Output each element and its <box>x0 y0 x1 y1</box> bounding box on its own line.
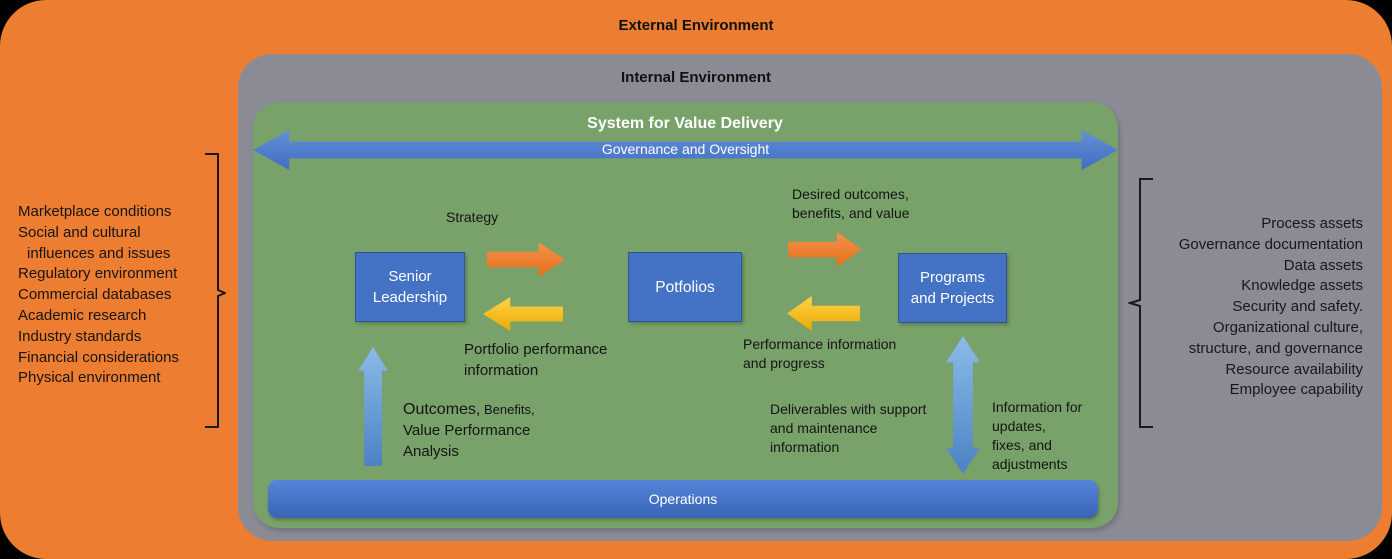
label-line: and progress <box>743 355 825 371</box>
programs-projects-node: Programs and Projects <box>898 253 1007 323</box>
list-item: Commercial databases <box>18 286 172 304</box>
label-line: updates, <box>992 418 1046 434</box>
label-line: information <box>770 439 840 455</box>
strategy-label: Strategy <box>446 209 499 225</box>
list-item: Knowledge assets <box>1241 277 1363 295</box>
list-item: structure, and governance <box>1188 339 1363 357</box>
list-item: Financial considerations <box>18 348 179 366</box>
node-label: Senior <box>388 268 432 285</box>
label-line: Deliverables with support <box>770 401 927 417</box>
operations-label: Operations <box>648 491 718 507</box>
list-item: Process assets <box>1261 215 1363 232</box>
outcomes-analysis-label: Outcomes, Benefits, Value Performance An… <box>403 399 535 462</box>
list-item: influences and issues <box>27 244 171 262</box>
list-item: Academic research <box>18 306 147 324</box>
label-line: Outcomes, Benefits, <box>403 399 535 420</box>
portfolio-performance-label: Portfolio performance information <box>464 339 607 381</box>
left-bracket-icon <box>205 153 226 428</box>
system-value-delivery-title: System for Value Delivery <box>587 115 783 132</box>
node-label: Potfolios <box>655 278 715 296</box>
label-line: benefits, and value <box>792 205 910 221</box>
list-item: Data assets <box>1283 256 1363 274</box>
label-line: Performance information <box>743 336 897 352</box>
operations-bar: Operations <box>268 480 1098 518</box>
label-line: adjustments <box>992 456 1068 472</box>
right-bracket-icon <box>1128 178 1153 428</box>
desired-outcomes-label: Desired outcomes, benefits, and value <box>792 185 910 223</box>
node-label: and Projects <box>910 290 995 307</box>
deliverables-label: Deliverables with support and maintenanc… <box>770 400 926 457</box>
label-line: Desired outcomes, <box>792 186 909 202</box>
portfolios-node: Potfolios <box>628 252 742 322</box>
performance-info-label: Performance information and progress <box>743 335 896 373</box>
list-item: Security and safety. <box>1232 298 1363 316</box>
label-line: Analysis <box>403 443 459 460</box>
internal-assets-list: Process assets Governance documentation … <box>1145 214 1363 401</box>
list-item: Marketplace conditions <box>18 203 172 220</box>
external-factors-list: Marketplace conditions Social and cultur… <box>18 202 208 389</box>
list-item: Resource availability <box>1225 360 1363 378</box>
info-updates-label: Information for updates, fixes, and adju… <box>992 398 1082 474</box>
node-label: Leadership <box>372 289 448 306</box>
list-item: Physical environment <box>18 369 161 387</box>
list-item: Industry standards <box>18 327 142 345</box>
list-item: Social and cultural <box>18 223 141 241</box>
list-item: Regulatory environment <box>18 265 178 283</box>
label-line: Information for <box>992 399 1083 415</box>
label-line: fixes, and <box>992 437 1052 453</box>
list-item: Organizational culture, <box>1212 318 1363 336</box>
label-segment: Outcomes, <box>403 401 481 418</box>
senior-leadership-node: Senior Leadership <box>355 252 465 322</box>
list-item: Governance documentation <box>1178 235 1363 253</box>
label-line: information <box>464 362 539 379</box>
governance-oversight-label: Governance and Oversight <box>601 141 770 157</box>
label-line: and maintenance <box>770 420 878 436</box>
node-label: Programs <box>919 269 986 286</box>
list-item: Employee capability <box>1229 381 1363 399</box>
label-line: Portfolio performance <box>464 341 608 358</box>
internal-environment-title: Internal Environment <box>620 69 772 86</box>
label-segment: Benefits, <box>480 402 535 417</box>
external-environment-title: External Environment <box>618 17 774 34</box>
label-line: Value Performance <box>403 422 531 439</box>
